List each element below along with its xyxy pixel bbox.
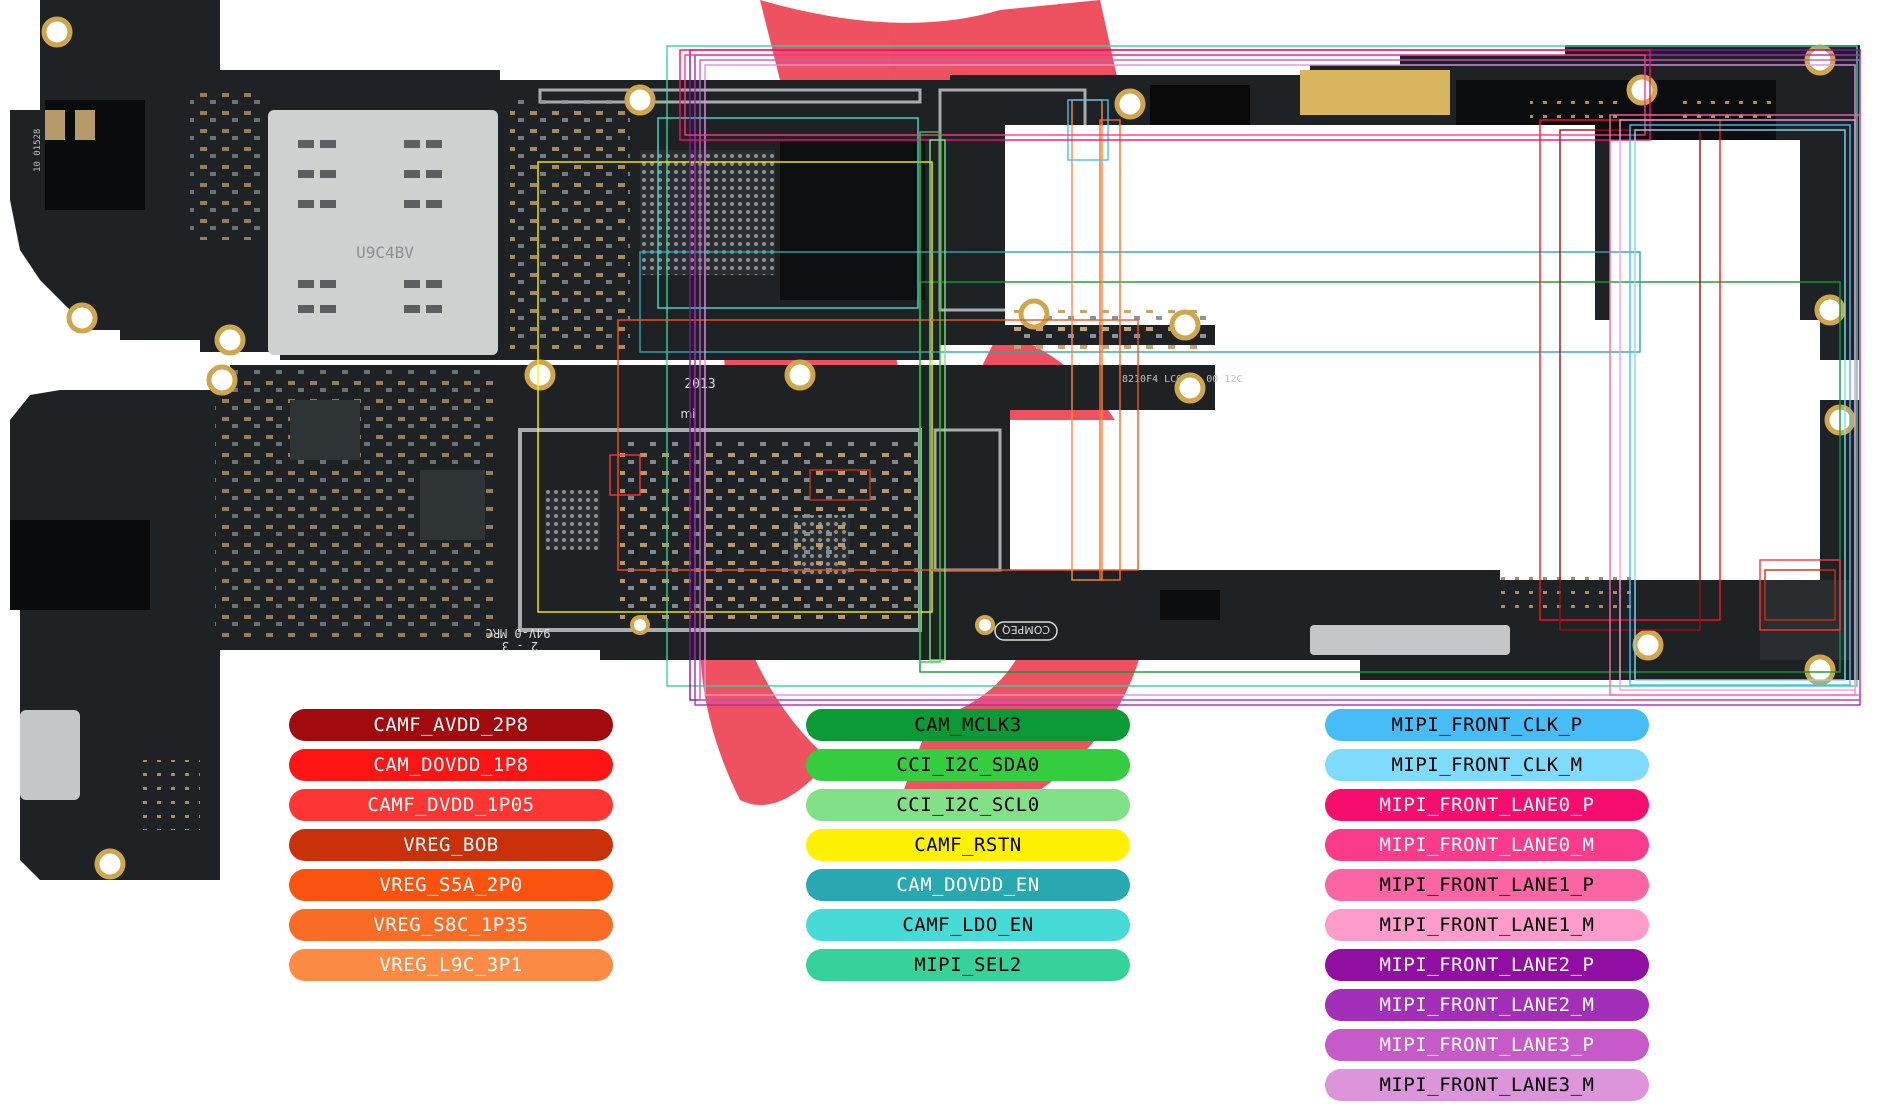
legend-vreg-s5a-2p0: VREG_S5A_2P0 xyxy=(289,869,613,901)
legend-camf-dvdd-1p05: CAMF_DVDD_1P05 xyxy=(289,789,613,821)
legend-vreg-bob: VREG_BOB xyxy=(289,829,613,861)
silk-94v: 94V-0 MRC xyxy=(485,626,550,640)
legend-cam-dovdd-en: CAM_DOVDD_EN xyxy=(806,869,1130,901)
cutout-lower xyxy=(1010,420,1630,570)
silk-compeq: COMPEQ xyxy=(1002,623,1050,636)
legend-column-mipi: MIPI_FRONT_CLK_P MIPI_FRONT_CLK_M MIPI_F… xyxy=(1325,709,1649,1109)
legend-camf-ldo-en: CAMF_LDO_EN xyxy=(806,909,1130,941)
legend-cci-i2c-scl0: CCI_I2C_SCL0 xyxy=(806,789,1130,821)
legend-camf-rstn: CAMF_RSTN xyxy=(806,829,1130,861)
legend-mipi-front-clk-m: MIPI_FRONT_CLK_M xyxy=(1325,749,1649,781)
legend-mipi-front-lane1-p: MIPI_FRONT_LANE1_P xyxy=(1325,869,1649,901)
signal-traces xyxy=(537,45,1861,706)
gold-contact xyxy=(1300,70,1450,115)
legend-mipi-front-lane2-m: MIPI_FRONT_LANE2_M xyxy=(1325,989,1649,1021)
legend-cam-dovdd-1p8: CAM_DOVDD_1P8 xyxy=(289,749,613,781)
legend-mipi-front-lane1-m: MIPI_FRONT_LANE1_M xyxy=(1325,909,1649,941)
silk-mi: mi xyxy=(680,407,695,421)
soc-chip xyxy=(640,150,775,275)
silk-01: 10 01528 xyxy=(33,129,43,172)
legend-mipi-front-lane0-m: MIPI_FRONT_LANE0_M xyxy=(1325,829,1649,861)
legend-vreg-s8c-1p35: VREG_S8C_1P35 xyxy=(289,909,613,941)
legend-mipi-sel2: MIPI_SEL2 xyxy=(806,949,1130,981)
pcb-lower-board: 2013 mi 94V-0 MRC 2 - 3 COMPEQ 8210F4 LC… xyxy=(10,129,1860,880)
cutout-upper xyxy=(1005,125,1595,325)
chip-marking: U9C4BV xyxy=(356,243,414,262)
legend-cam-mclk3: CAM_MCLK3 xyxy=(806,709,1130,741)
memory-chip xyxy=(780,140,925,300)
legend-column-power: CAMF_AVDD_2P8 CAM_DOVDD_1P8 CAMF_DVDD_1P… xyxy=(289,709,613,989)
legend-column-control: CAM_MCLK3 CCI_I2C_SDA0 CCI_I2C_SCL0 CAMF… xyxy=(806,709,1130,989)
legend-mipi-front-lane3-m: MIPI_FRONT_LANE3_M xyxy=(1325,1069,1649,1101)
legend-mipi-front-clk-p: MIPI_FRONT_CLK_P xyxy=(1325,709,1649,741)
legend-vreg-l9c-3p1: VREG_L9C_3P1 xyxy=(289,949,613,981)
legend-mipi-front-lane3-p: MIPI_FRONT_LANE3_P xyxy=(1325,1029,1649,1061)
legend-mipi-front-lane2-p: MIPI_FRONT_LANE2_P xyxy=(1325,949,1649,981)
legend-mipi-front-lane0-p: MIPI_FRONT_LANE0_P xyxy=(1325,789,1649,821)
silk-23: 2 - 3 xyxy=(502,639,538,653)
legend-camf-avdd-2p8: CAMF_AVDD_2P8 xyxy=(289,709,613,741)
pcb-upper-board: U9C4BV xyxy=(10,0,1860,360)
legend-cci-i2c-sda0: CCI_I2C_SDA0 xyxy=(806,749,1130,781)
